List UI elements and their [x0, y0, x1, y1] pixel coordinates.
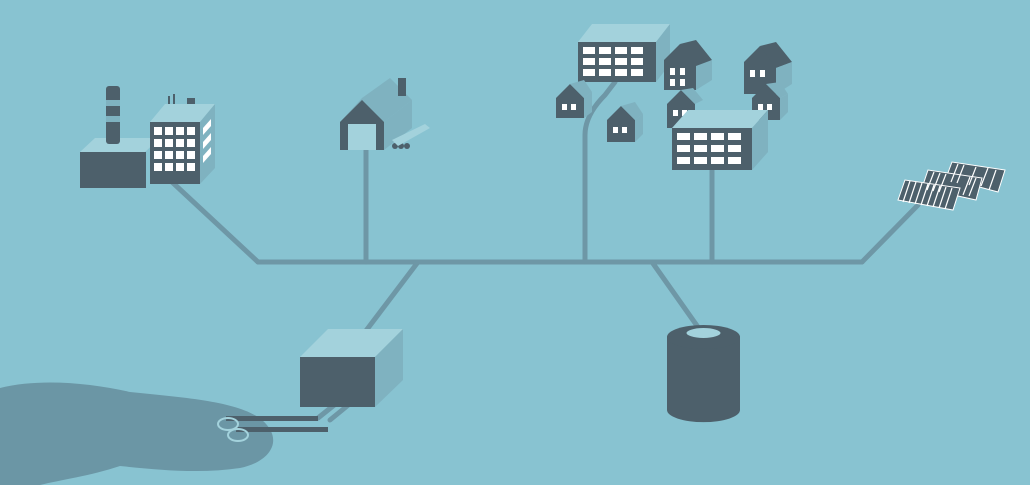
treatment-pipe — [362, 259, 421, 335]
houses-pipe — [582, 79, 618, 265]
house-icon — [607, 102, 643, 142]
house-icon — [556, 80, 592, 118]
outfall-pipe-icon — [217, 416, 328, 442]
houses-group — [556, 40, 792, 142]
lake-icon — [0, 382, 274, 485]
house-icon — [664, 40, 712, 90]
factory-icon — [80, 86, 215, 188]
tank-pipe — [649, 259, 703, 333]
solar-panel-icon — [897, 161, 1006, 211]
treatment-plant-icon — [300, 329, 403, 407]
storage-tank-icon — [667, 325, 740, 423]
solar-pipe — [859, 202, 921, 265]
apartment-building-icon — [672, 110, 768, 170]
factory-pipe — [169, 179, 261, 265]
office-building-icon — [578, 24, 670, 82]
sawmill-icon — [340, 78, 430, 150]
